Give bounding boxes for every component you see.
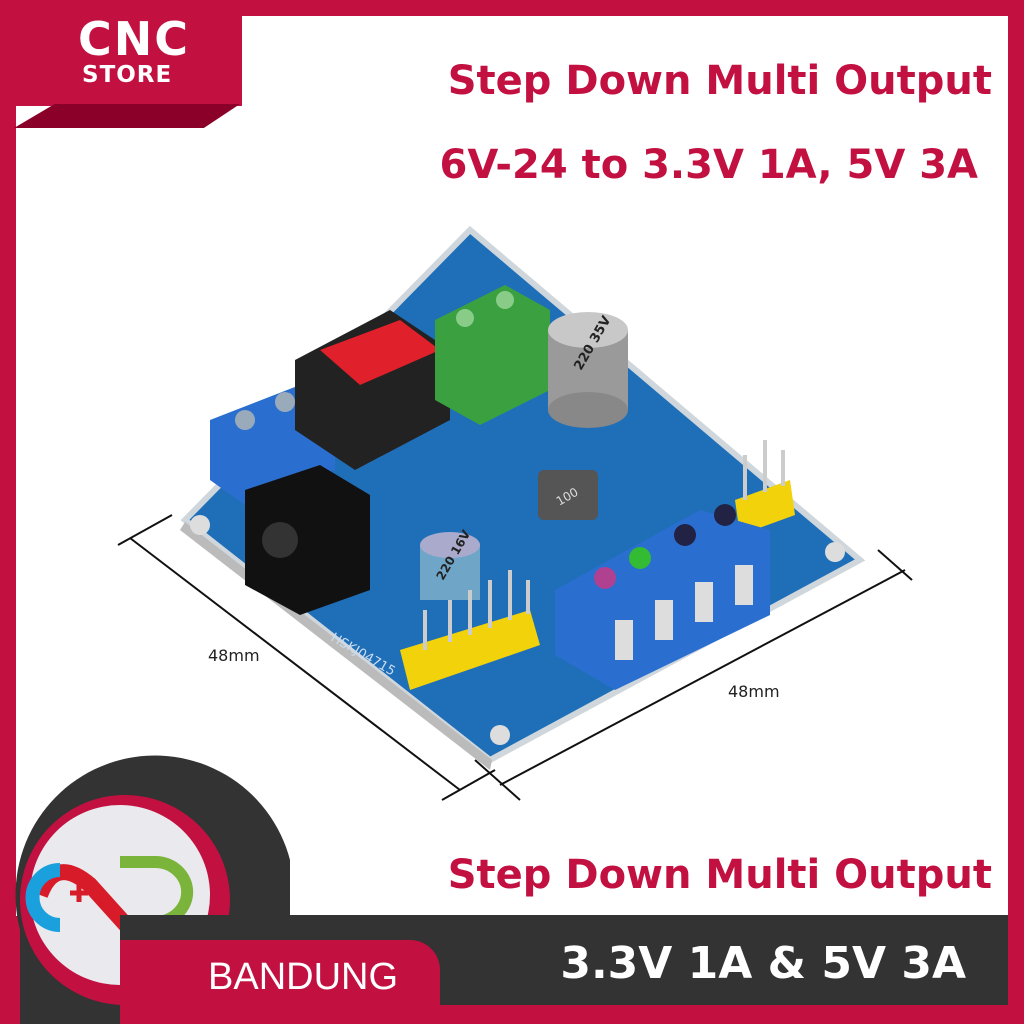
dimension-right-label: 48mm bbox=[728, 682, 780, 701]
logo-store-text: STORE bbox=[82, 62, 173, 88]
dimension-left-label: 48mm bbox=[208, 646, 260, 665]
dimension-lines bbox=[117, 514, 913, 801]
header-title: Step Down Multi Output bbox=[447, 58, 992, 104]
location-badge bbox=[120, 940, 440, 1024]
footer-spec: 3.3V 1A & 5V 3A bbox=[560, 938, 966, 989]
mounting-hole bbox=[190, 515, 210, 535]
pin-header-right bbox=[735, 480, 795, 535]
location-label: BANDUNG bbox=[208, 956, 399, 998]
mounting-hole bbox=[825, 542, 845, 562]
dc-jack bbox=[245, 465, 370, 615]
pin-header-left bbox=[400, 610, 540, 690]
logo-shadow bbox=[14, 104, 240, 128]
store-logo bbox=[14, 14, 242, 106]
footer-title: Step Down Multi Output bbox=[447, 852, 992, 898]
mounting-hole bbox=[490, 725, 510, 745]
inductor bbox=[538, 470, 598, 520]
logo-cnc-text: CNC bbox=[78, 12, 191, 66]
header-subtitle: 6V-24 to 3.3V 1A, 5V 3A bbox=[439, 142, 979, 188]
